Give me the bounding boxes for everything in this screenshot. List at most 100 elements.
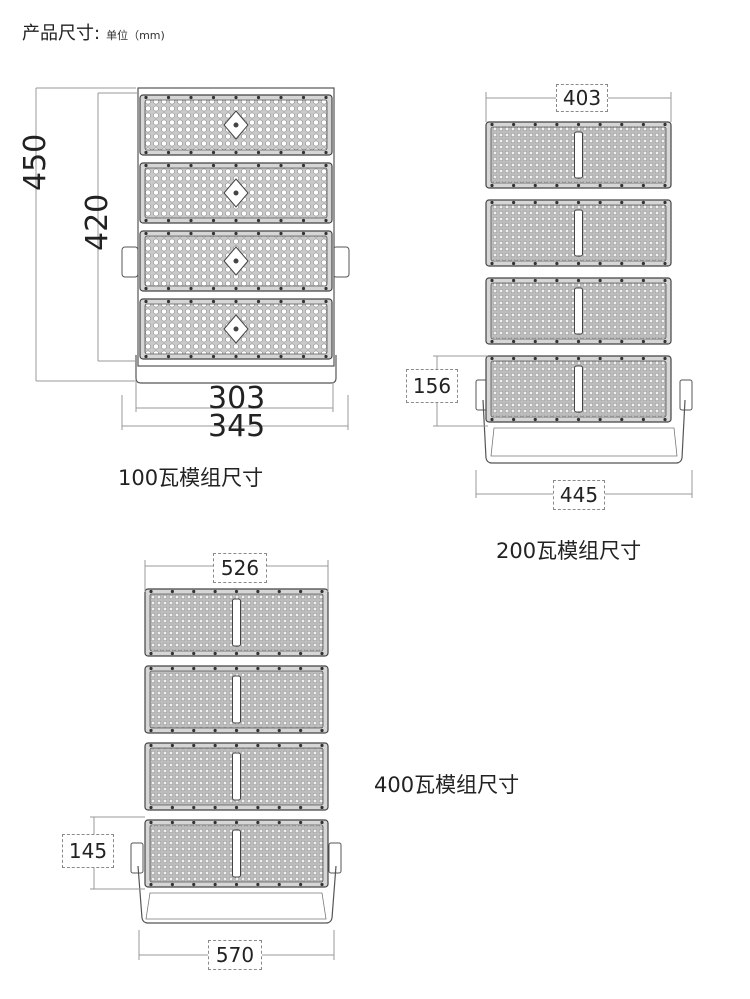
screw [299, 728, 303, 733]
screw [279, 231, 283, 236]
center-bar [574, 287, 583, 335]
screw [277, 805, 281, 810]
screw [211, 286, 216, 291]
screw [256, 728, 260, 733]
screw [299, 805, 303, 810]
screw [301, 286, 306, 291]
center-bolt [233, 122, 239, 128]
screw [234, 651, 239, 656]
screw [211, 231, 216, 236]
screw [256, 95, 261, 100]
screw [144, 163, 148, 168]
screw [170, 666, 174, 671]
dim-100w-body-height: 420 [80, 193, 115, 251]
module-stack [485, 121, 672, 423]
screw [170, 589, 174, 594]
led-module [144, 742, 329, 811]
module-stack [144, 588, 329, 888]
screw [279, 218, 283, 223]
screw [277, 743, 281, 748]
screw [490, 339, 494, 344]
screw [277, 728, 281, 733]
center-bar [232, 675, 241, 724]
screw [301, 354, 306, 359]
screw [598, 183, 602, 188]
screw [512, 339, 516, 344]
screw [170, 743, 174, 748]
module-stack [139, 94, 333, 360]
screw [234, 666, 239, 671]
screw [277, 882, 281, 887]
screw [256, 218, 261, 223]
screw [189, 299, 193, 304]
screw [256, 820, 260, 825]
screw [533, 339, 537, 344]
screw [533, 278, 537, 283]
screw [512, 356, 516, 361]
screw [641, 183, 645, 188]
screw [533, 183, 537, 188]
screw [641, 339, 645, 344]
screw [279, 150, 283, 155]
caption-100w: 100瓦模组尺寸 [118, 466, 264, 490]
dim-100w-overall-width: 345 [208, 409, 266, 444]
bracket-left [121, 246, 139, 278]
screw [533, 200, 537, 205]
screw [234, 95, 238, 100]
screw [324, 218, 328, 223]
screw [324, 286, 328, 291]
screw [211, 218, 216, 223]
screw [256, 651, 260, 656]
screw [279, 286, 283, 291]
screw [320, 805, 324, 810]
screw [576, 200, 581, 205]
screw [299, 651, 303, 656]
screw [620, 417, 624, 422]
screw [490, 356, 494, 361]
screw [512, 122, 516, 127]
screw [641, 417, 645, 422]
screw [533, 122, 537, 127]
screw [234, 354, 238, 359]
screw [555, 417, 559, 422]
dim-400w-module-height: 145 [62, 834, 114, 868]
led-module [139, 298, 333, 360]
led-module [139, 162, 333, 224]
screw [641, 200, 645, 205]
screw [279, 354, 283, 359]
screw [234, 286, 238, 291]
screw [641, 278, 645, 283]
screw [256, 589, 260, 594]
screw [598, 278, 602, 283]
screw [320, 728, 324, 733]
screw [320, 882, 324, 887]
screw [555, 339, 559, 344]
screw [490, 200, 494, 205]
led-module [144, 665, 329, 734]
screw [166, 354, 171, 359]
screw [166, 218, 171, 223]
caption-400w: 400瓦模组尺寸 [374, 773, 520, 797]
screw [144, 218, 148, 223]
screw [576, 261, 581, 266]
screw [144, 231, 148, 236]
center-bar [232, 829, 241, 878]
screw [663, 183, 667, 188]
screw [620, 356, 624, 361]
screw [234, 743, 239, 748]
screw [189, 95, 193, 100]
screw [149, 882, 153, 887]
screw [189, 231, 193, 236]
screw [663, 339, 667, 344]
screw [192, 666, 196, 671]
dim-400w-bottom-width: 570 [208, 940, 262, 970]
center-bar [232, 598, 241, 647]
screw [301, 231, 306, 236]
unit-label: 单位（mm) [106, 29, 165, 42]
screw [324, 354, 328, 359]
screw [277, 651, 281, 656]
screw [299, 743, 303, 748]
screw [663, 122, 667, 127]
screw [192, 651, 196, 656]
screw [598, 417, 602, 422]
